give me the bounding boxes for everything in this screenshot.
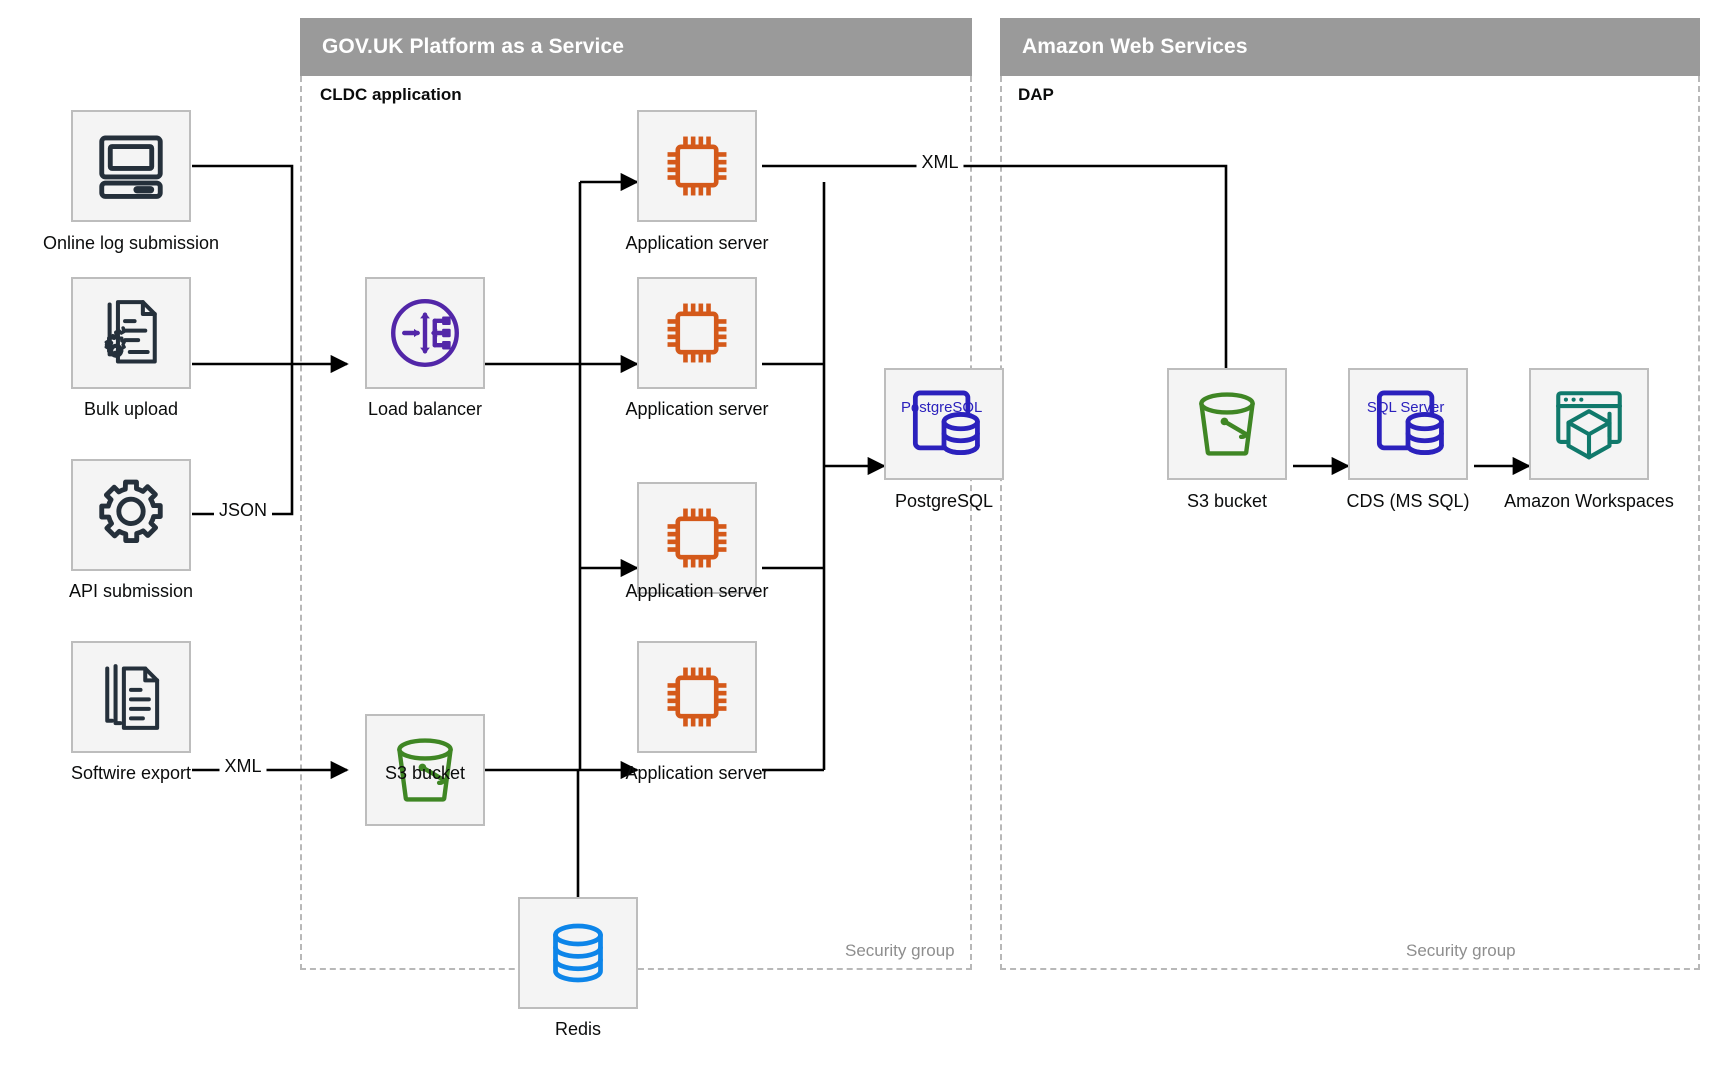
document-gear-icon [104,300,157,364]
security-group-label-aws: Security group [1406,941,1516,960]
group-header-paas: GOV.UK Platform as a Service [300,18,972,76]
node-box-cds-ms-sql: SQL Server [1348,368,1468,480]
security-group-label-paas: Security group [845,941,955,960]
sql-server-database-icon: SQL Server [1367,390,1444,456]
postgresql-icon-text: PostgreSQL [901,399,982,416]
postgresql-database-icon: PostgreSQL [901,390,982,456]
node-box-application-server-2 [637,277,757,389]
s3-bucket-icon [1199,392,1255,456]
node-label-s3-bucket-aws: S3 bucket [1186,491,1268,511]
cpu-chip-icon [667,136,727,196]
group-header-aws: Amazon Web Services [1000,18,1700,76]
load-balancer-icon [391,299,459,367]
node-label-softwire-export: Softwire export [70,763,192,783]
node-box-bulk-upload [71,277,191,389]
group-box-paas [300,76,972,970]
node-label-bulk-upload: Bulk upload [83,399,179,419]
edge-label-appserver-xml: XML [916,152,964,173]
node-label-redis: Redis [554,1019,602,1039]
node-label-postgresql: PostgreSQL [894,491,994,511]
node-label-amazon-workspaces: Amazon Workspaces [1504,491,1674,511]
node-label-cds-ms-sql: CDS (MS SQL) [1346,491,1470,511]
node-label-api-submission: API submission [68,581,194,601]
node-box-load-balancer [365,277,485,389]
desktop-computer-icon [99,135,163,199]
node-box-amazon-workspaces [1529,368,1649,480]
cpu-chip-icon [667,667,727,727]
group-box-aws [1000,76,1700,970]
node-box-application-server-3 [637,482,757,594]
cpu-chip-icon [667,303,727,363]
group-sublabel-dap: DAP [1018,85,1054,104]
node-box-s3-bucket-aws [1167,368,1287,480]
gear-icon [99,479,163,544]
edge-api-to-trunk [192,364,294,516]
node-box-redis [518,897,638,1009]
cpu-chip-icon [667,508,727,568]
group-header-paas-label: GOV.UK Platform as a Service [322,35,624,58]
amazon-workspaces-icon [1556,391,1622,460]
node-label-application-server-4: Application server [625,763,769,783]
node-box-postgresql: PostgreSQL [884,368,1004,480]
node-box-application-server-4 [637,641,757,753]
group-sublabel-cldc-application: CLDC application [320,85,462,104]
edge-label-softwire-xml: XML [219,756,267,777]
node-box-application-server-1 [637,110,757,222]
group-header-aws-label: Amazon Web Services [1022,35,1248,58]
node-label-online-log-submission: Online log submission [42,233,220,253]
node-box-api-submission [71,459,191,571]
node-box-s3-bucket-paas [365,714,485,826]
node-label-s3-bucket-paas: S3 bucket [384,763,466,783]
node-label-application-server-3: Application server [625,581,769,601]
s3-bucket-icon [397,738,453,802]
node-label-application-server-2: Application server [625,399,769,419]
document-stack-icon [105,664,160,730]
edge-online-log-to-trunk [192,164,294,364]
node-label-load-balancer: Load balancer [367,399,483,419]
redis-database-icon [553,923,603,983]
sql-server-icon-text: SQL Server [1367,399,1444,416]
node-box-softwire-export [71,641,191,753]
node-label-application-server-1: Application server [625,233,769,253]
edge-label-json: JSON [213,500,273,521]
node-box-online-log-submission [71,110,191,222]
